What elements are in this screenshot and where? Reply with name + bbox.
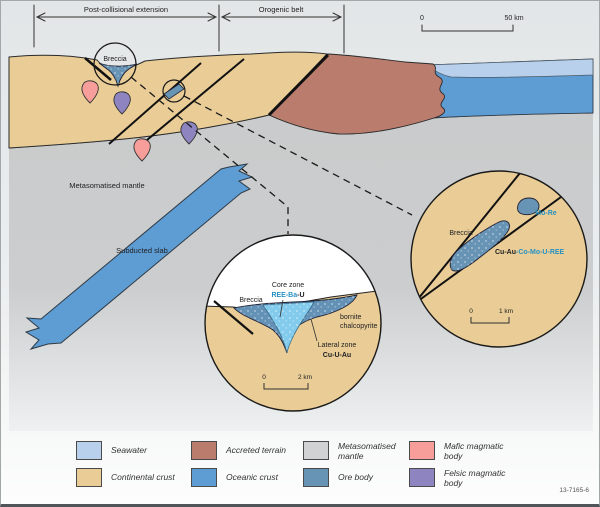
mafic-magmatic-body-2: [133, 138, 151, 162]
inset-right-minerals: Cu-Au-Co-Mo-U-REE: [495, 249, 565, 256]
legend-swatch-continental-crust: [76, 468, 102, 487]
subducted-slab: [24, 163, 254, 350]
orogenic-boundary-fault: [267, 53, 330, 117]
legend-swatch-ore-body: [303, 468, 329, 487]
chalcopyrite-label: chalcopyrite: [340, 323, 377, 330]
inset-center-breccia-label: Breccia: [239, 297, 262, 304]
diagram-svg: Subducted slab Metasomatised mantle Brec…: [8, 4, 594, 431]
lateral-zone-minerals: Cu-U-Au: [323, 352, 351, 359]
breccia-callout-circle: [93, 42, 137, 86]
legend-label: Oceanic crust: [226, 472, 278, 482]
felsic-magmatic-body-1: [113, 91, 131, 115]
scalebar-main: [421, 24, 514, 32]
accreted-terrain-region: [268, 53, 446, 135]
inset-right-breccia-texture: [450, 220, 510, 272]
inset-center-core-zone-title: Core zone: [272, 282, 304, 289]
legend-label: Accreted terrain: [226, 445, 286, 455]
legend-swatch-accreted-terrain: [191, 441, 217, 460]
felsic-magmatic-body-2: [180, 121, 198, 145]
inset-center-fault: [213, 300, 254, 335]
inset-right: Breccia Mo-Re Cu-Au-Co-Mo-U-REE 0 1 km: [410, 170, 588, 348]
legend-item-ore-body: Ore body: [303, 468, 410, 487]
mafic-magmatic-body-1: [81, 80, 99, 104]
legend-item-metasomatised-mantle: Metasomatised mantle: [303, 441, 410, 462]
top-annotation: Post-collisional extension Orogenic belt…: [33, 4, 524, 54]
arrowhead-right-2: [332, 12, 343, 22]
inset-right-fault-1: [413, 172, 521, 305]
inset-center: Core zone REE-Ba-U Breccia bornite chalc…: [204, 234, 382, 412]
post-collisional-label: Post-collisional extension: [84, 5, 168, 14]
inset-right-outline: [410, 170, 588, 348]
scalebar-right-end: 1 km: [499, 308, 513, 315]
scalebar-right-start: 0: [469, 308, 473, 315]
scalebar-center-start: 0: [262, 374, 266, 381]
legend-label: Mafic magmatic body: [444, 441, 504, 461]
legend-swatch-felsic-magmatic-body: [409, 468, 435, 487]
core-zone-minerals-dark: -U: [297, 292, 304, 299]
breccia-callout-label: Breccia: [103, 56, 126, 63]
scalebar-center-inset: [263, 383, 309, 390]
legend-label: Ore body: [338, 472, 373, 482]
legend-swatch-oceanic-crust: [191, 468, 217, 487]
leader-line-right-inset: [183, 95, 413, 216]
legend-label: Continental crust: [111, 472, 175, 482]
scalebar-main-end: 50 km: [504, 15, 523, 22]
lateral-zone-pointer: [310, 318, 318, 342]
core-zone-pointer: [279, 299, 284, 318]
legend-swatch-seawater: [76, 441, 102, 460]
metasomatised-mantle-label: Metasomatised mantle: [69, 181, 144, 190]
arrowhead-right-1: [207, 12, 218, 22]
inset-center-outline: [204, 234, 382, 412]
seawater-region: [425, 58, 594, 78]
legend-item-continental-crust: Continental crust: [76, 468, 183, 487]
figure-number: 13-7165-6: [559, 487, 589, 494]
core-zone-texture: [263, 302, 314, 352]
inset-right-breccia-label: Breccia: [449, 230, 472, 237]
inset-center-core-zone-minerals: REE-Ba-U: [271, 292, 304, 299]
scalebar-main-start: 0: [420, 15, 424, 22]
fault-breccia-callout-circle: [162, 79, 186, 103]
legend-label: Metasomatised mantle: [338, 441, 396, 461]
legend-item-seawater: Seawater: [76, 441, 183, 460]
leader-line-center-inset: [130, 76, 289, 234]
orogenic-belt-label: Orogenic belt: [259, 5, 305, 14]
inset-right-minerals-dark: Cu-Au: [495, 249, 516, 256]
surface-breccia-body-texture: [99, 63, 137, 86]
legend-swatch-mafic-magmatic-body: [409, 441, 435, 460]
subducted-slab-label: Subducted slab: [116, 246, 168, 255]
inset-right-minerals-blue: -Co-Mo-U-REE: [516, 249, 565, 256]
legend-item-oceanic-crust: Oceanic crust: [191, 468, 298, 487]
mo-re-label: Mo-Re: [535, 210, 556, 217]
arrowhead-left-1: [35, 12, 46, 22]
core-zone-minerals-blue: REE-Ba: [271, 292, 297, 299]
lateral-zone-title: Lateral zone: [318, 342, 357, 349]
arrowhead-left-2: [220, 12, 231, 22]
bornite-label: bornite: [340, 314, 362, 321]
legend-item-felsic-magmatic-body: Felsic magmatic body: [409, 468, 516, 489]
scalebar-right-inset: [470, 317, 510, 324]
normal-fault-2: [146, 58, 245, 141]
breccia-fault: [84, 57, 112, 81]
legend-label: Felsic magmatic body: [444, 468, 506, 488]
scalebar-center-end: 2 km: [298, 374, 312, 381]
inset-center-crust: [205, 290, 381, 411]
fault-breccia-lens: [163, 83, 185, 100]
mo-re-body: [517, 197, 540, 216]
legend-item-mafic-magmatic-body: Mafic magmatic body: [409, 441, 516, 462]
legend-label: Seawater: [111, 445, 147, 455]
inset-right-bg: [411, 171, 587, 347]
normal-fault-1: [108, 62, 202, 145]
legend-item-accreted-terrain: Accreted terrain: [191, 441, 298, 460]
legend-swatch-metasomatised-mantle: [303, 441, 329, 460]
